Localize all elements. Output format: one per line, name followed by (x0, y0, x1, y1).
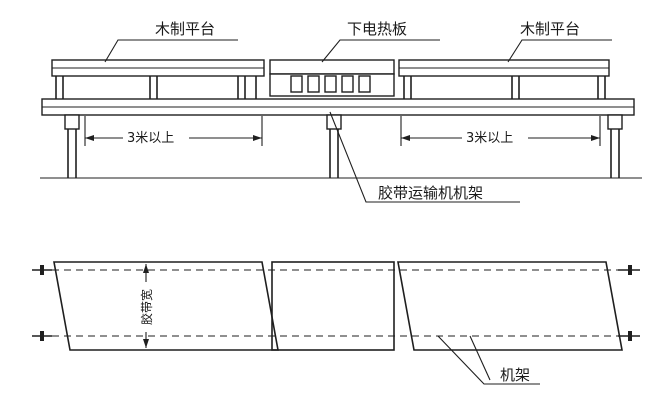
frame-rails (32, 265, 640, 341)
frame-leader (329, 111, 520, 203)
plan-frame-label: 机架 (500, 366, 530, 384)
right-wooden-platform (398, 59, 610, 99)
plan-frame-leader-1 (437, 335, 540, 385)
left-platform-label: 木制平台 (155, 20, 215, 38)
right-dimension: 3米以上 (400, 116, 601, 146)
plan-frame-leader-2 (469, 335, 491, 381)
left-dimension: 3米以上 (84, 116, 263, 146)
plan-view: 胶带宽 机架 (32, 261, 640, 385)
leg-bracket-left (64, 114, 80, 130)
left-distance-label: 3米以上 (127, 131, 174, 146)
heater-block-3 (324, 75, 337, 93)
left-platform-leader (104, 39, 238, 63)
heater-block-1 (290, 75, 303, 93)
right-platform-leader (507, 39, 612, 63)
belt-right-section (397, 261, 623, 351)
belt-left-section (53, 261, 279, 351)
leg-bracket-right (607, 114, 623, 130)
heater-block-2 (307, 75, 320, 93)
heater-block-4 (341, 75, 354, 93)
right-platform-label: 木制平台 (520, 20, 580, 38)
lower-heating-plate (269, 59, 395, 97)
heater-block-5 (358, 75, 371, 93)
heater-label: 下电热板 (347, 20, 407, 38)
belt-center-section (271, 261, 395, 351)
belt-segments (53, 261, 623, 351)
frame-label: 胶带运输机机架 (378, 184, 483, 202)
belt-width-dimension: 胶带宽 (136, 264, 156, 348)
left-wooden-platform (51, 59, 265, 99)
heater-leader (321, 39, 440, 63)
elevation-view: 木制平台 下电热板 木制平台 3米以上 3米以上 胶带运输机机架 (40, 20, 642, 203)
right-distance-label: 3米以上 (466, 131, 513, 146)
belt-width-label: 胶带宽 (139, 289, 154, 325)
